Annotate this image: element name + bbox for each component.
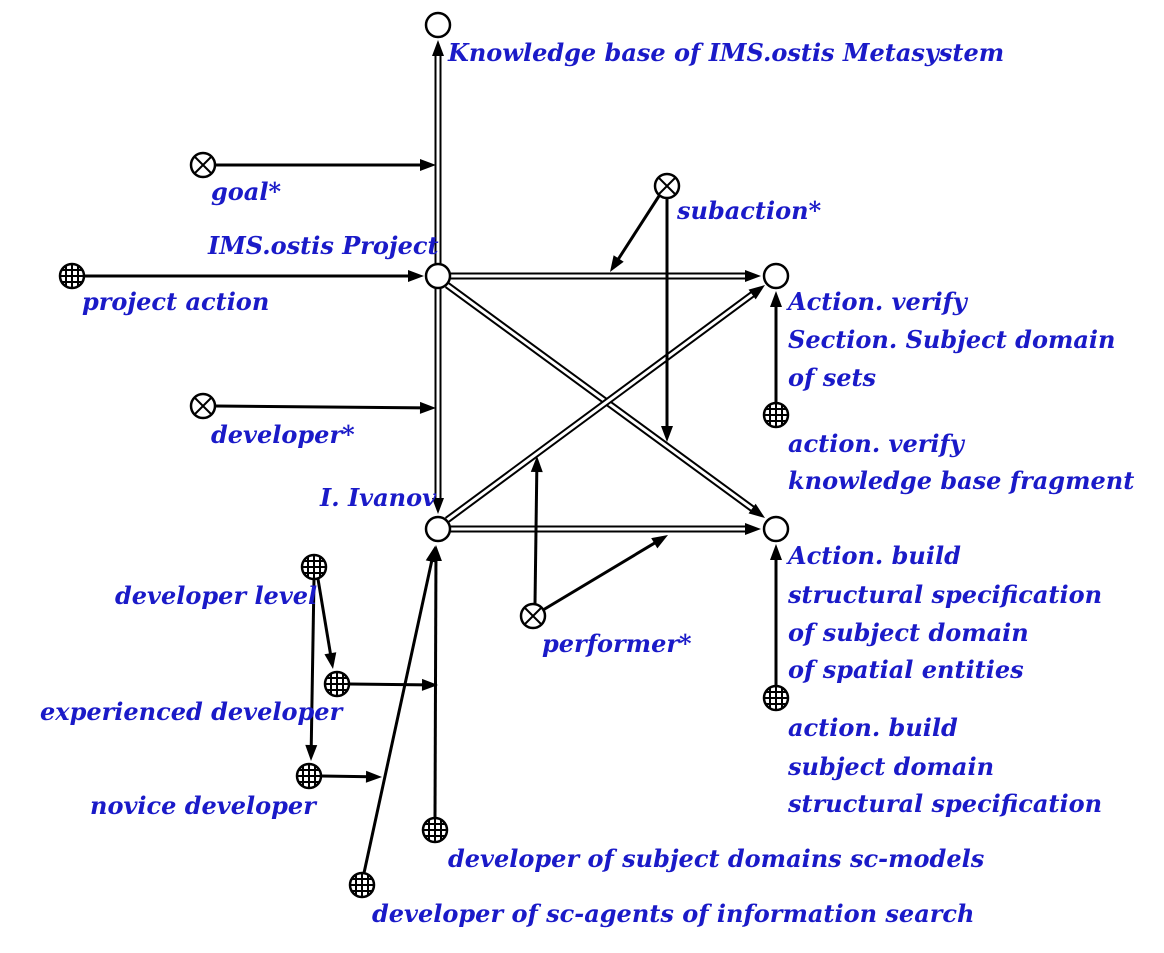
node-action-verify-class-icon — [762, 401, 790, 429]
edge-developer — [214, 404, 425, 410]
edge-subaction-b-arrowhead — [661, 426, 673, 442]
edge-project-action-arrowhead — [408, 270, 424, 282]
label-action-build-line4: of spatial entities — [788, 655, 1024, 684]
label-action-build-class-line3: structural specification — [787, 789, 1102, 818]
edge-build-class-arrowhead — [770, 544, 782, 560]
node-action-build — [762, 515, 790, 543]
edge-project-to-ivanov-arrowhead — [432, 498, 444, 514]
label-action-build-class-line1: action. build — [788, 713, 958, 742]
edge-subaction-a-arrowhead — [610, 255, 624, 272]
node-ims-project — [424, 262, 452, 290]
node-ivanov — [424, 515, 452, 543]
label-developer-relation: developer* — [211, 420, 355, 449]
label-dev-sd-models: developer of subject domains sc-models — [448, 844, 985, 873]
edge-ivanov-to-verify-arrowhead — [748, 285, 765, 300]
node-action-verify — [762, 262, 790, 290]
label-action-build-class-line2: subject domain — [787, 752, 994, 781]
label-ivanov: I. Ivanov — [319, 483, 437, 512]
edge-project-to-build-inner — [446, 283, 755, 511]
label-ims-project: IMS.ostis Project — [207, 231, 439, 260]
edge-experienced-arrowhead — [421, 678, 438, 691]
label-action-verify-line3: of sets — [788, 363, 877, 392]
edge-ivanov-to-verify-inner — [446, 292, 755, 522]
label-action-build-line3: of subject domain — [788, 618, 1029, 647]
label-kb-metasystem: Knowledge base of IMS.ostis Metasystem — [447, 38, 1004, 67]
node-dev-sc-agents-class-icon — [348, 871, 376, 899]
edge-verify-class-arrowhead — [770, 291, 782, 307]
node-dev-sd-models-class-icon — [421, 816, 449, 844]
label-action-verify-line1: Action. verify — [786, 287, 969, 316]
label-goal: goal* — [211, 177, 281, 206]
edge-performer-b — [542, 539, 659, 612]
label-action-verify-class-line1: action. verify — [788, 429, 966, 458]
edge-project-to-verify-arrowhead — [745, 270, 761, 282]
edge-ivanov-to-build-arrowhead — [745, 523, 761, 535]
nodes-layer — [58, 11, 790, 899]
node-developer-relation-icon — [189, 392, 217, 420]
label-action-build-line1: Action. build — [786, 541, 961, 570]
edge-dev-sd-models — [433, 556, 438, 819]
edge-performer-a-arrowhead — [530, 456, 543, 473]
edge-level-to-experienced-arrowhead — [324, 652, 337, 669]
label-performer: performer* — [542, 629, 692, 658]
edge-developer-arrowhead — [419, 401, 436, 414]
edge-performer-a — [533, 467, 539, 605]
node-action-build-class-icon — [762, 684, 790, 712]
node-developer-level-class-icon — [300, 553, 328, 581]
edge-novice — [320, 774, 371, 779]
label-dev-sc-agents: developer of sc-agents of information se… — [372, 899, 974, 928]
edge-project-to-build-arrowhead — [748, 503, 765, 518]
labels-layer: Knowledge base of IMS.ostis Metasystem g… — [40, 38, 1134, 928]
edge-goal-arrowhead — [420, 159, 436, 171]
node-experienced-developer-class-icon — [323, 670, 351, 698]
node-subaction-relation-icon — [653, 172, 681, 200]
label-action-build-line2: structural specification — [787, 580, 1102, 609]
label-experienced-developer: experienced developer — [40, 697, 345, 726]
label-subaction: subaction* — [676, 196, 822, 225]
edge-level-to-novice — [309, 578, 316, 750]
node-novice-developer-class-icon — [295, 762, 323, 790]
edge-dev-sc-agents-arrowhead — [425, 546, 438, 563]
edge-experienced — [348, 682, 427, 687]
node-kb-metasystem — [424, 11, 452, 39]
edges-layer — [84, 40, 782, 874]
node-project-action-class-icon — [58, 262, 86, 290]
edge-subaction-a — [615, 195, 661, 263]
node-performer-relation-icon — [519, 602, 547, 630]
edge-novice-arrowhead — [365, 770, 382, 783]
label-developer-level: developer level — [115, 581, 317, 610]
edge-project-to-kb-arrowhead — [432, 40, 444, 56]
edge-level-to-experienced — [316, 578, 333, 658]
label-novice-developer: novice developer — [90, 791, 318, 820]
label-action-verify-line2: Section. Subject domain — [788, 325, 1115, 354]
label-action-verify-class-line2: knowledge base fragment — [788, 466, 1134, 495]
node-goal-relation-icon — [189, 151, 217, 179]
label-project-action: project action — [82, 287, 269, 316]
edge-level-to-novice-arrowhead — [305, 744, 318, 761]
edge-performer-b-arrowhead — [651, 535, 668, 549]
edge-dev-sc-agents — [362, 557, 434, 874]
